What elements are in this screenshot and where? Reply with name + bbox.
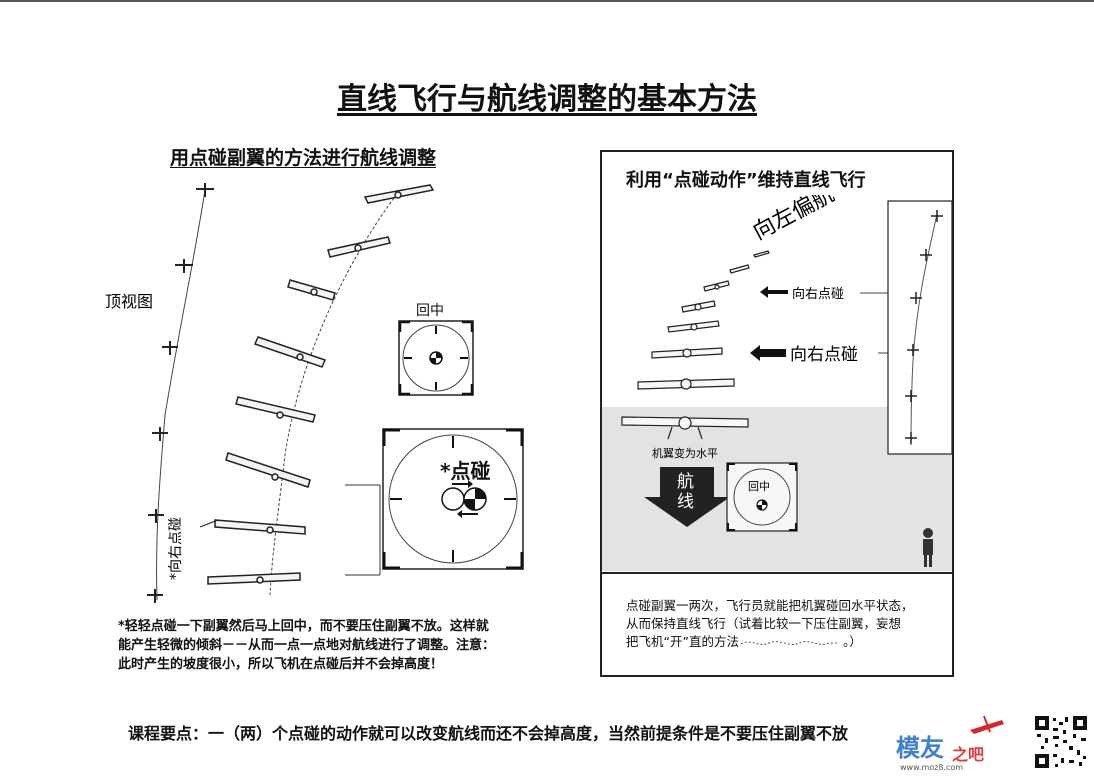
svg-text:模友: 模友 xyxy=(896,734,944,762)
qr-code xyxy=(1033,714,1089,770)
right-note-line: 从而保持直线飞行（试着比较一下压住副翼，妄想 xyxy=(626,616,902,631)
wavy-path-icon xyxy=(740,640,839,645)
right-center-stick-box xyxy=(726,462,798,532)
drift-label: 向左偏航 xyxy=(749,195,838,245)
pilot-figure xyxy=(923,528,933,567)
svg-text:www.moz8.com: www.moz8.com xyxy=(900,763,963,772)
right-subtitle: 利用“点碰动作”维持直线飞行 xyxy=(626,170,866,191)
left-center-label: 回中 xyxy=(416,303,444,319)
tap-right-label-1: 向右点碰 xyxy=(792,286,844,302)
left-note: *轻轻点碰一下副翼然后马上回中，而不要压住副翼不放。这样就 能产生轻微的倾斜－－… xyxy=(118,617,548,674)
left-illustration: 顶视图 *向右点碰 xyxy=(105,183,435,603)
right-note-line-3: 把飞机“开”直的方法。） xyxy=(626,634,862,649)
left-note-line: 此时产生的坡度很小，所以飞机在点碰后并不会掉高度！ xyxy=(118,657,444,672)
course-label-char-2: 线 xyxy=(677,492,694,512)
right-tap-vertical-label: *向右点碰 xyxy=(168,517,184,580)
left-tap-label: *点碰 xyxy=(440,459,491,483)
footer-keypoint: 课程要点：一（两）个点碰的动作就可以改变航线而还不会掉高度，当然前提条件是不要压… xyxy=(128,724,849,743)
top-view-label: 顶视图 xyxy=(105,292,153,311)
tap-arrow-1 xyxy=(760,286,788,298)
left-tap-stick-box xyxy=(382,428,524,570)
left-center-stick-box xyxy=(398,320,474,396)
course-label-char-1: 航 xyxy=(677,472,694,492)
tap-connector-lines xyxy=(345,484,381,576)
moz8-logo: 模友 之吧 www.moz8.com xyxy=(896,715,1004,772)
right-center-label: 回中 xyxy=(748,480,770,493)
page-title: 直线飞行与航线调整的基本方法 xyxy=(337,82,757,117)
right-panel xyxy=(600,150,954,677)
svg-text:之吧: 之吧 xyxy=(952,745,984,764)
top-view-planes xyxy=(147,183,214,603)
tap-arrow-2 xyxy=(750,345,786,361)
left-note-line: 能产生轻微的倾斜－－从而一点一点地对航线进行了调整。注意： xyxy=(118,638,496,653)
approaching-planes xyxy=(621,250,770,440)
tap-right-label-2: 向右点碰 xyxy=(790,345,858,365)
right-illustration: 向左偏航 向右点碰 向右点碰 机翼变为水平 航 线 回中 xyxy=(602,195,952,571)
left-note-line: *轻轻点碰一下副翼然后马上回中，而不要压住副翼不放。这样就 xyxy=(118,619,489,634)
left-subtitle: 用点碰副翼的方法进行航线调整 xyxy=(170,147,437,169)
rear-view-planes xyxy=(207,184,435,585)
right-note: 点碰副翼一两次，飞行员就能把机翼碰回水平状态， 从而保持直线飞行（试着比较一下压… xyxy=(626,597,948,651)
right-panel-divider xyxy=(600,572,954,574)
wings-level-label: 机翼变为水平 xyxy=(652,446,718,460)
right-top-view-inset xyxy=(887,200,953,455)
page-top-border xyxy=(0,0,1094,2)
right-note-line: 点碰副翼一两次，飞行员就能把机翼碰回水平状态， xyxy=(626,598,914,613)
